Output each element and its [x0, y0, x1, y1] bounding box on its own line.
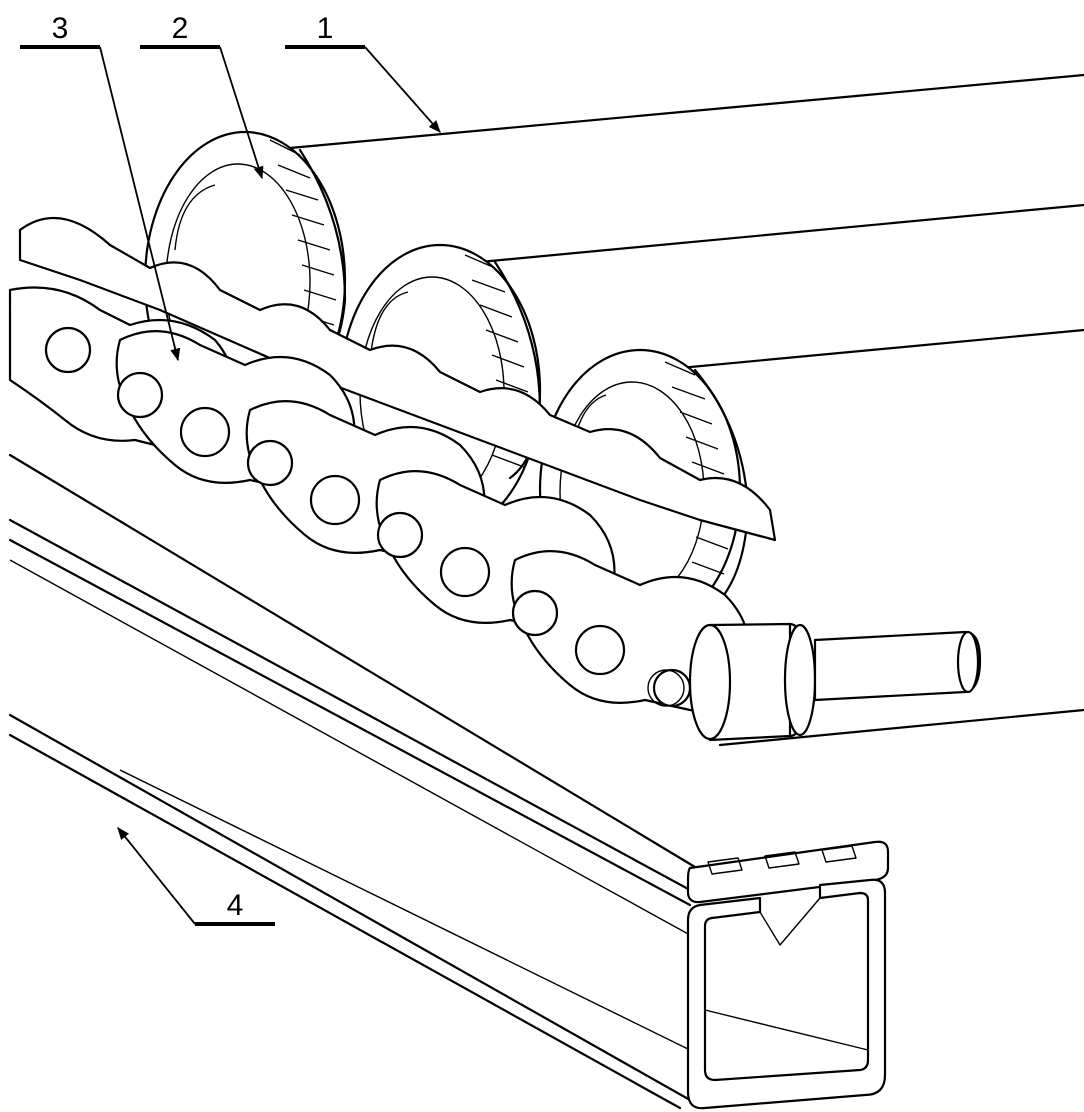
callout-2-label: 2 — [172, 12, 189, 45]
callout-1-label: 1 — [317, 12, 334, 45]
callout-4: 4 — [117, 827, 275, 926]
callout-3: 3 — [20, 12, 181, 362]
callout-3-label: 3 — [52, 12, 69, 45]
output-shaft — [718, 630, 1084, 747]
callout-2: 2 — [140, 12, 264, 180]
callout-1: 1 — [285, 12, 441, 133]
roller-chain — [8, 216, 817, 742]
callout-4-label: 4 — [227, 889, 244, 922]
rectangular-tube-rail — [8, 453, 890, 1110]
